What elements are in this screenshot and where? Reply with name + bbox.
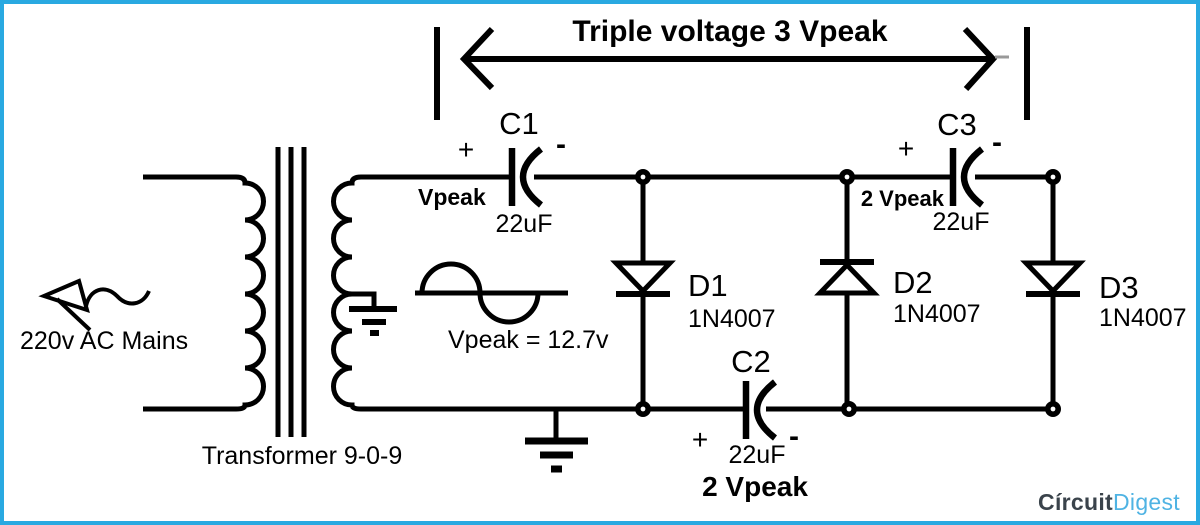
c2-value: 22uF — [729, 441, 786, 469]
diode-d2-symbol: D2 1N4007 — [814, 177, 981, 409]
ground-icon — [525, 409, 588, 473]
d1-part-number: 1N4007 — [688, 305, 776, 333]
ac-tilde-icon — [84, 287, 151, 307]
c2-name: C2 — [731, 344, 771, 379]
d3-part-number: 1N4007 — [1099, 304, 1187, 332]
mains-plug-icon — [38, 278, 90, 314]
center-tap-ground-icon — [349, 291, 397, 336]
d2-triangle-icon — [814, 261, 880, 296]
c2-plus-sign: + — [692, 424, 708, 455]
c3-minus-sign: - — [992, 126, 1002, 159]
arrow-right-head-icon — [962, 26, 998, 92]
transformer-symbol: Transformer 9-0-9 — [143, 147, 744, 470]
capacitor-c2-symbol: C2 + - 22uF 2 Vpeak — [692, 344, 809, 502]
ac-mains-source: 220v AC Mains — [20, 278, 188, 355]
capacitor-c3-symbol: C3 + - 2 Vpeak 22uF — [861, 107, 1002, 236]
d3-triangle-icon — [1020, 260, 1086, 295]
arrow-left-head-icon — [459, 26, 495, 91]
c1-name: C1 — [499, 106, 539, 141]
bottom-rail — [525, 406, 1053, 473]
d3-name: D3 — [1099, 270, 1139, 305]
measurement-annotation: Triple voltage 3 Vpeak — [434, 15, 1030, 120]
diode-d3-symbol: D3 1N4007 — [1020, 177, 1187, 409]
primary-coil — [143, 174, 266, 412]
d2-part-number: 1N4007 — [893, 300, 981, 328]
c2-minus-sign: - — [789, 420, 799, 453]
d2-name: D2 — [893, 265, 933, 300]
logo-circuit-text: Círcuit — [1038, 489, 1113, 515]
c1-value: 22uF — [496, 210, 553, 238]
c3-name: C3 — [937, 107, 977, 142]
triple-voltage-title: Triple voltage 3 Vpeak — [572, 15, 887, 48]
core-lines — [275, 147, 307, 437]
transformer-label: Transformer 9-0-9 — [202, 442, 403, 470]
c1-plus-sign: + — [458, 134, 474, 165]
c3-plus-sign: + — [898, 133, 914, 164]
d1-name: D1 — [688, 268, 728, 303]
capacitor-c1-symbol: C1 + - Vpeak 22uF — [418, 106, 566, 238]
two-vpeak-top-label: 2 Vpeak — [861, 186, 945, 211]
c3-value: 22uF — [933, 208, 990, 236]
two-vpeak-bottom-label: 2 Vpeak — [702, 471, 808, 502]
logo-digest-text: Digest — [1113, 489, 1180, 515]
diode-d1-symbol: D1 1N4007 — [610, 177, 776, 409]
circuit-diagram: Triple voltage 3 Vpeak 220v AC Mains — [20, 15, 1187, 502]
d1-triangle-icon — [610, 260, 676, 295]
vpeak-node-label: Vpeak — [418, 184, 486, 210]
mains-label: 220v AC Mains — [20, 327, 188, 355]
vpeak-value-label: Vpeak = 12.7v — [448, 326, 609, 354]
sine-wave-icon: Vpeak = 12.7v — [415, 261, 609, 354]
c1-minus-sign: - — [556, 128, 566, 161]
circuitdigest-logo: CírcuitDigest — [1038, 489, 1180, 516]
mains-plug-lead — [55, 297, 92, 332]
junction-dots — [635, 169, 1061, 417]
